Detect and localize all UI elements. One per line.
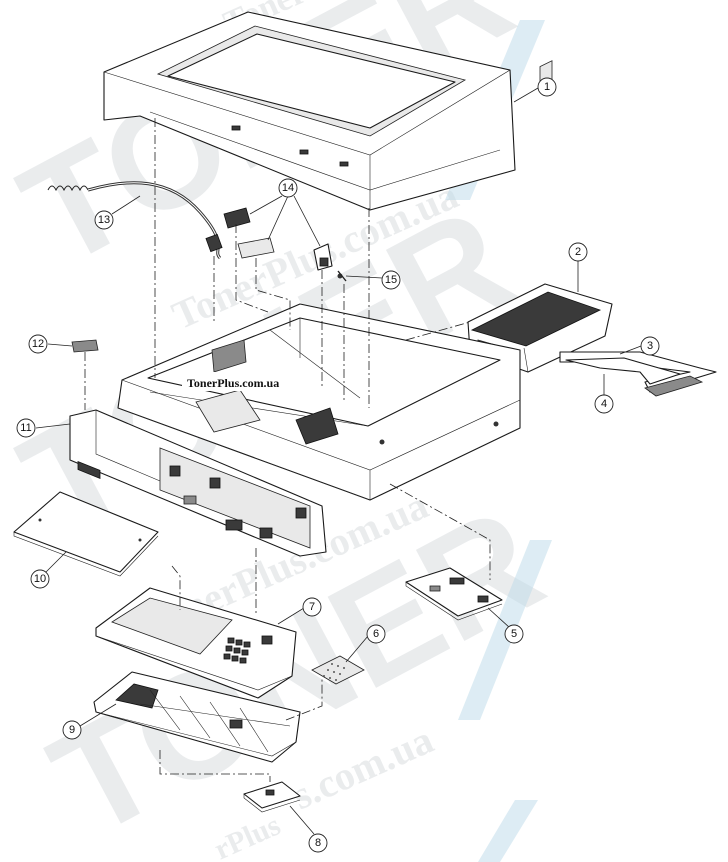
- svg-text:2: 2: [575, 246, 581, 258]
- callout-5: 5: [504, 624, 524, 644]
- part-6-keypad-membrane: [311, 655, 365, 685]
- keypad-icon: [223, 635, 273, 664]
- callout-8: 8: [308, 833, 328, 853]
- callout-1: 1: [537, 77, 557, 97]
- callout-4: 4: [594, 394, 614, 414]
- part-11-front-bracket: [69, 409, 327, 557]
- part-14-hinges: [223, 207, 333, 271]
- svg-text:1: 1: [544, 81, 550, 93]
- svg-text:13: 13: [98, 214, 110, 226]
- callout-9: 9: [62, 720, 82, 740]
- callout-13: 13: [94, 210, 114, 230]
- part-7-control-panel: [95, 587, 297, 699]
- part-9-panel-base: [93, 671, 301, 763]
- callout-10: 10: [30, 569, 50, 589]
- callout-7: 7: [302, 597, 322, 617]
- callout-12: 12: [28, 334, 48, 354]
- part-12-label: [71, 339, 99, 353]
- part-3-4-flat-cables: [559, 351, 717, 397]
- svg-text:8: 8: [315, 837, 321, 849]
- svg-text:10: 10: [34, 573, 46, 585]
- callout-3: 3: [640, 336, 660, 356]
- svg-text:9: 9: [69, 724, 75, 736]
- part-10-shield-plate: [13, 491, 159, 577]
- part-5-control-board: [405, 567, 503, 621]
- callout-14: 14: [278, 178, 298, 198]
- callout-2: 2: [568, 242, 588, 262]
- scanner-frame: [117, 303, 521, 501]
- svg-text:14: 14: [282, 182, 294, 194]
- watermark-url-5: rPlus: [209, 808, 285, 862]
- part-15-screw: [337, 270, 347, 282]
- watermark-stamp: TonerPlus.com.ua: [184, 375, 283, 391]
- part-1-scanner-cover: [103, 11, 516, 211]
- callout-6: 6: [366, 624, 386, 644]
- svg-text:11: 11: [20, 422, 31, 434]
- svg-text:4: 4: [601, 398, 607, 410]
- callout-11: 11: [16, 418, 36, 438]
- svg-text:6: 6: [373, 628, 379, 640]
- svg-text:3: 3: [647, 340, 653, 352]
- part-8-small-board: [243, 781, 301, 813]
- svg-text:15: 15: [385, 274, 397, 286]
- leader-lines: [35, 87, 642, 835]
- callout-15: 15: [381, 270, 401, 290]
- part-13-cable-spring: [47, 181, 223, 260]
- svg-text:5: 5: [511, 628, 517, 640]
- svg-text:12: 12: [32, 338, 44, 350]
- assembly-lines: [84, 118, 491, 782]
- svg-text:7: 7: [309, 601, 315, 613]
